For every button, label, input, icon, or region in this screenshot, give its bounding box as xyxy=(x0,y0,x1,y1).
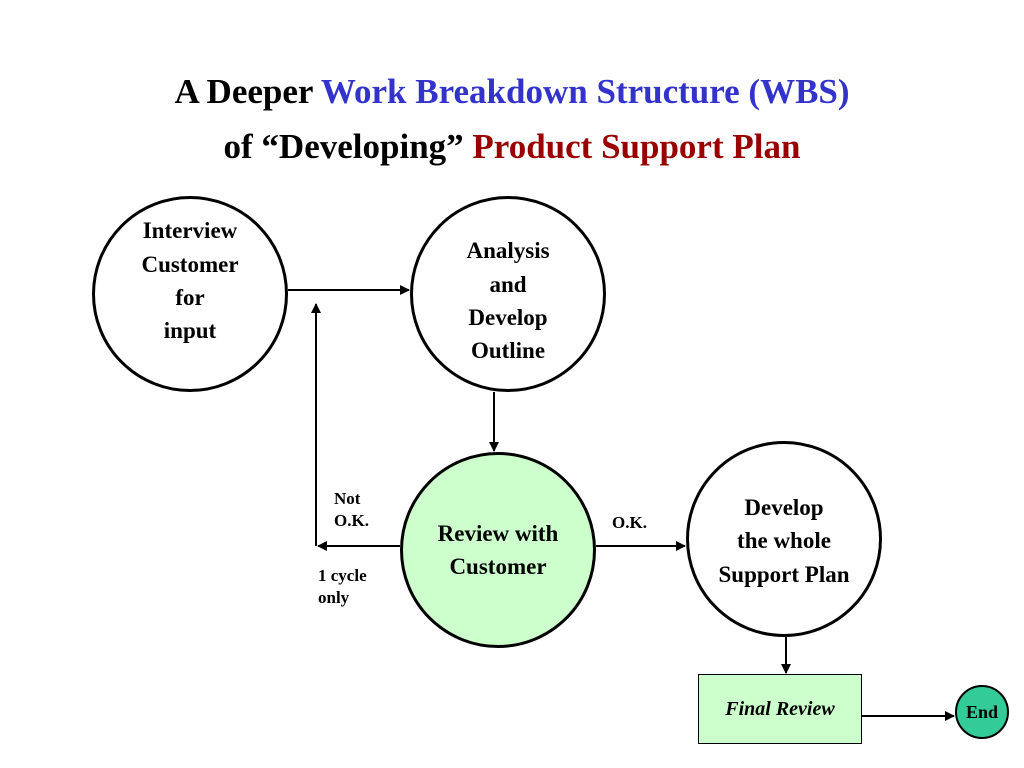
node-review-label: Review with Customer xyxy=(437,520,559,579)
title-of-developing: of “Developing” xyxy=(223,127,464,166)
label-one-cycle-only: 1 cycle only xyxy=(318,566,367,608)
title-prefix: A Deeper xyxy=(174,72,313,111)
final-review-label: Final Review xyxy=(725,697,835,720)
label-not-ok: Not O.K. xyxy=(334,489,369,531)
node-develop-label: Develop the whole Support Plan xyxy=(718,494,850,587)
end-label: End xyxy=(965,701,999,722)
title-wbs: Work Breakdown Structure (WBS) xyxy=(320,72,850,111)
node-interview-customer-label: Interview Customer for input xyxy=(141,218,239,344)
label-ok: O.K. xyxy=(612,513,647,532)
node-interview-customer: Interview Customer for input xyxy=(92,196,288,392)
title-line-1: A Deeper Work Breakdown Structure (WBS) xyxy=(0,74,1024,109)
end-node: End xyxy=(955,685,1009,739)
final-review-box: Final Review xyxy=(698,674,862,744)
node-analysis-label: Analysis and Develop Outline xyxy=(466,238,550,364)
title-product-support-plan: Product Support Plan xyxy=(472,127,801,166)
node-develop-support-plan: Develop the whole Support Plan xyxy=(686,441,882,637)
node-analysis-develop-outline: Analysis and Develop Outline xyxy=(410,196,606,392)
node-review-with-customer: Review with Customer xyxy=(400,452,596,648)
title-line-2: of “Developing” Product Support Plan xyxy=(0,129,1024,164)
